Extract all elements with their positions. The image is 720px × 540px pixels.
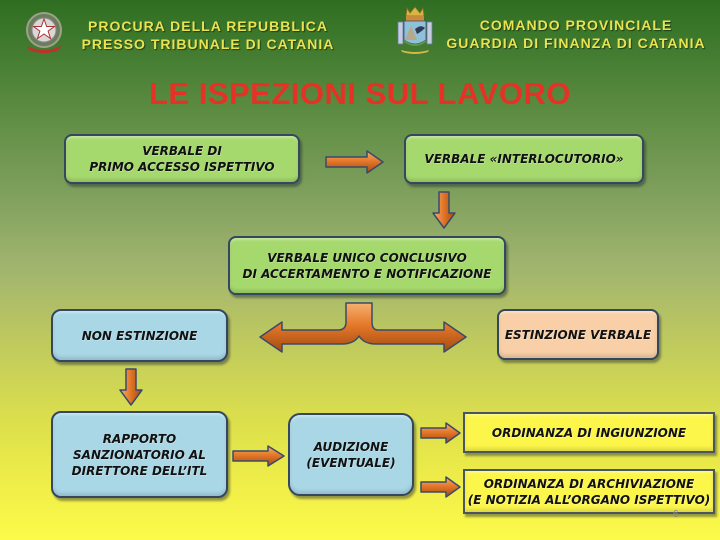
italian-republic-emblem-icon: [22, 10, 66, 58]
box-audizione-line2: (EVENTUALE): [306, 455, 396, 470]
box-verbale-unico-line1: VERBALE UNICO CONCLUSIVO: [267, 250, 467, 265]
box-interlocutorio-label: VERBALE «INTERLOCUTORIO»: [424, 152, 624, 166]
header-right-line1: COMANDO PROVINCIALE: [479, 17, 673, 33]
box-non-estinzione-label: NON ESTINZIONE: [81, 328, 198, 343]
box-audizione: AUDIZIONE (EVENTUALE): [288, 413, 414, 496]
header-left-line2: PRESSO TRIBUNALE DI CATANIA: [81, 36, 335, 52]
box-interlocutorio: VERBALE «INTERLOCUTORIO»: [404, 134, 644, 184]
box-estinzione-verbale-label: ESTINZIONE VERBALE: [504, 327, 652, 342]
box-rapporto-line1: RAPPORTO: [102, 431, 177, 446]
box-ordinanza-ingiunzione: ORDINANZA DI INGIUNZIONE: [463, 412, 715, 453]
header-left-line1: PROCURA DELLA REPUBBLICA: [88, 18, 328, 34]
box-primo-accesso-line1: VERBALE DI: [142, 144, 222, 158]
arrow-down-icon: [119, 368, 143, 406]
box-rapporto-line2: SANZIONATORIO AL: [73, 447, 206, 462]
box-ordinanza-archiviazione-line1: ORDINANZA DI ARCHIVIAZIONE: [483, 476, 695, 491]
box-ordinanza-ingiunzione-label: ORDINANZA DI INGIUNZIONE: [491, 425, 687, 440]
box-verbale-unico-line2: DI ACCERTAMENTO E NOTIFICAZIONE: [242, 266, 492, 281]
box-ordinanza-archiviazione-line2: (E NOTIZIA ALL’ORGANO ISPETTIVO): [467, 492, 711, 507]
split-arrow-icon: [259, 302, 467, 353]
page-number: 6: [673, 509, 679, 520]
page-title: LE ISPEZIONI SUL LAVORO: [148, 76, 571, 111]
arrow-right-icon: [420, 422, 461, 444]
arrow-down-icon: [432, 191, 456, 229]
arrow-right-icon: [420, 476, 461, 498]
header-left-text: PROCURA DELLA REPUBBLICA PRESSO TRIBUNAL…: [68, 17, 348, 53]
box-primo-accesso: VERBALE DI PRIMO ACCESSO ISPETTIVO: [64, 134, 300, 184]
guardia-di-finanza-crest-icon: [395, 4, 435, 60]
box-primo-accesso-line2: PRIMO ACCESSO ISPETTIVO: [89, 160, 275, 174]
header-right-text: COMANDO PROVINCIALE GUARDIA DI FINANZA D…: [440, 16, 712, 52]
box-audizione-line1: AUDIZIONE: [313, 439, 389, 454]
box-rapporto-line3: DIRETTORE DELL’ITL: [71, 463, 208, 478]
arrow-right-icon: [325, 150, 384, 174]
box-ordinanza-archiviazione: ORDINANZA DI ARCHIVIAZIONE (E NOTIZIA AL…: [463, 469, 715, 514]
arrow-right-icon: [232, 445, 285, 467]
box-rapporto-sanzionatorio: RAPPORTO SANZIONATORIO AL DIRETTORE DELL…: [51, 411, 228, 498]
box-verbale-unico: VERBALE UNICO CONCLUSIVO DI ACCERTAMENTO…: [228, 236, 506, 295]
box-non-estinzione: NON ESTINZIONE: [51, 309, 228, 362]
header-right-line2: GUARDIA DI FINANZA DI CATANIA: [446, 35, 706, 51]
box-estinzione-verbale: ESTINZIONE VERBALE: [497, 309, 659, 360]
